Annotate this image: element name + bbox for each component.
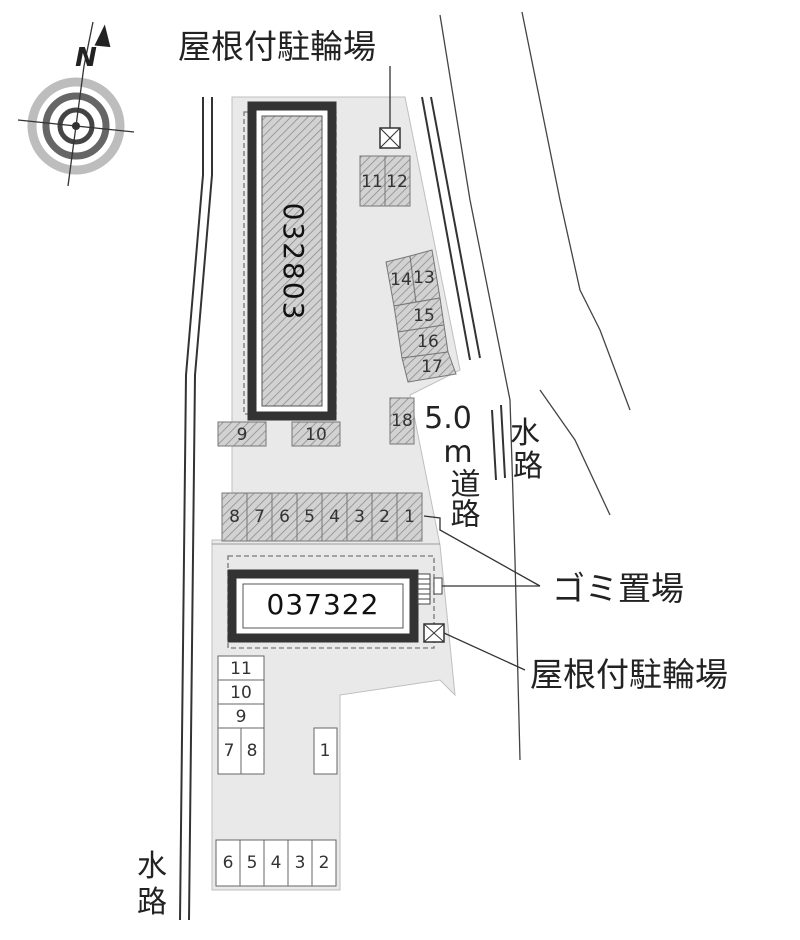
parking-open-west-stack: 11 10 9 xyxy=(217,655,265,729)
space-label: 10 xyxy=(230,683,252,703)
waterway-label-west: 水 路 xyxy=(137,849,167,920)
east-road-lines xyxy=(439,11,631,761)
space-label: 18 xyxy=(391,411,413,431)
space-label: 15 xyxy=(413,306,435,326)
space-label: 10 xyxy=(305,425,327,445)
parking-open-west-pair: 7 8 xyxy=(217,727,265,775)
parking-space xyxy=(396,492,423,542)
waterway-char: 水 xyxy=(510,416,540,451)
waterway-char: 水 xyxy=(137,849,167,884)
space-label: 13 xyxy=(413,268,435,288)
space-label: 16 xyxy=(417,332,439,352)
parking-space xyxy=(239,839,265,887)
space-label: 1 xyxy=(404,507,415,527)
space-label: 2 xyxy=(319,853,330,873)
space-label: 6 xyxy=(223,853,234,873)
west-waterway xyxy=(179,97,213,921)
callout-garbage: ゴミ置場 xyxy=(552,569,684,608)
callout-bicycle-top: 屋根付駐輪場 xyxy=(178,27,376,66)
callout-bicycle-bottom: 屋根付駐輪場 xyxy=(530,655,728,694)
space-label: 1 xyxy=(320,741,331,761)
compass-north-label: N xyxy=(75,43,97,73)
garbage-station xyxy=(417,573,443,605)
space-label: 9 xyxy=(237,425,248,445)
space-label: 9 xyxy=(236,707,247,727)
parking-covered-east-stack: 14 13 15 16 17 xyxy=(385,249,457,383)
space-label: 2 xyxy=(379,507,390,527)
parking-covered-upper-pair: 11 12 xyxy=(359,155,411,207)
space-label: 8 xyxy=(229,507,240,527)
waterway-char: 路 xyxy=(137,885,167,920)
waterway-label-east: 水 路 xyxy=(510,416,543,484)
space-label: 4 xyxy=(329,507,340,527)
waterway-char: 路 xyxy=(513,449,543,484)
space-label: 3 xyxy=(295,853,306,873)
east-waterway xyxy=(421,96,506,481)
space-label: 12 xyxy=(386,172,408,192)
space-label: 5 xyxy=(247,853,258,873)
building-south-number: 037322 xyxy=(267,588,380,621)
parking-space xyxy=(246,492,273,542)
space-label: 11 xyxy=(230,659,252,679)
space-label: 7 xyxy=(254,507,265,527)
space-label: 14 xyxy=(390,270,412,290)
space-label: 3 xyxy=(354,507,365,527)
road-width-value: 5.0 xyxy=(424,401,472,436)
parking-space xyxy=(263,839,289,887)
parking-space xyxy=(321,492,348,542)
space-label: 7 xyxy=(224,741,235,761)
compass-icon: N xyxy=(17,21,135,187)
building-north: 032803 xyxy=(247,101,337,421)
road-width-unit: m xyxy=(443,435,472,470)
parking-space xyxy=(215,839,241,887)
space-label: 17 xyxy=(421,357,443,377)
callout-lines xyxy=(389,66,541,671)
road-width-label: 5.0 m 道路 xyxy=(424,401,479,528)
bicycle-parking-north xyxy=(379,127,401,149)
space-label: 6 xyxy=(279,507,290,527)
building-north-number: 032803 xyxy=(277,203,310,322)
space-label: 4 xyxy=(271,853,282,873)
building-south-footprint xyxy=(227,555,435,649)
space-label: 8 xyxy=(247,741,258,761)
parking-space xyxy=(311,839,337,887)
parking-space xyxy=(346,492,373,542)
space-label: 11 xyxy=(361,172,383,192)
parking-space xyxy=(296,492,323,542)
parking-space xyxy=(271,492,298,542)
parking-covered-single: 18 xyxy=(389,397,415,445)
parking-open-single: 1 xyxy=(313,727,338,775)
bicycle-parking-south xyxy=(423,623,445,643)
space-label: 5 xyxy=(304,507,315,527)
building-south: 037322 xyxy=(227,569,419,643)
parking-covered-under-building: 9 10 xyxy=(217,421,341,447)
road-kind: 道路 xyxy=(445,468,480,528)
parking-space xyxy=(371,492,398,542)
